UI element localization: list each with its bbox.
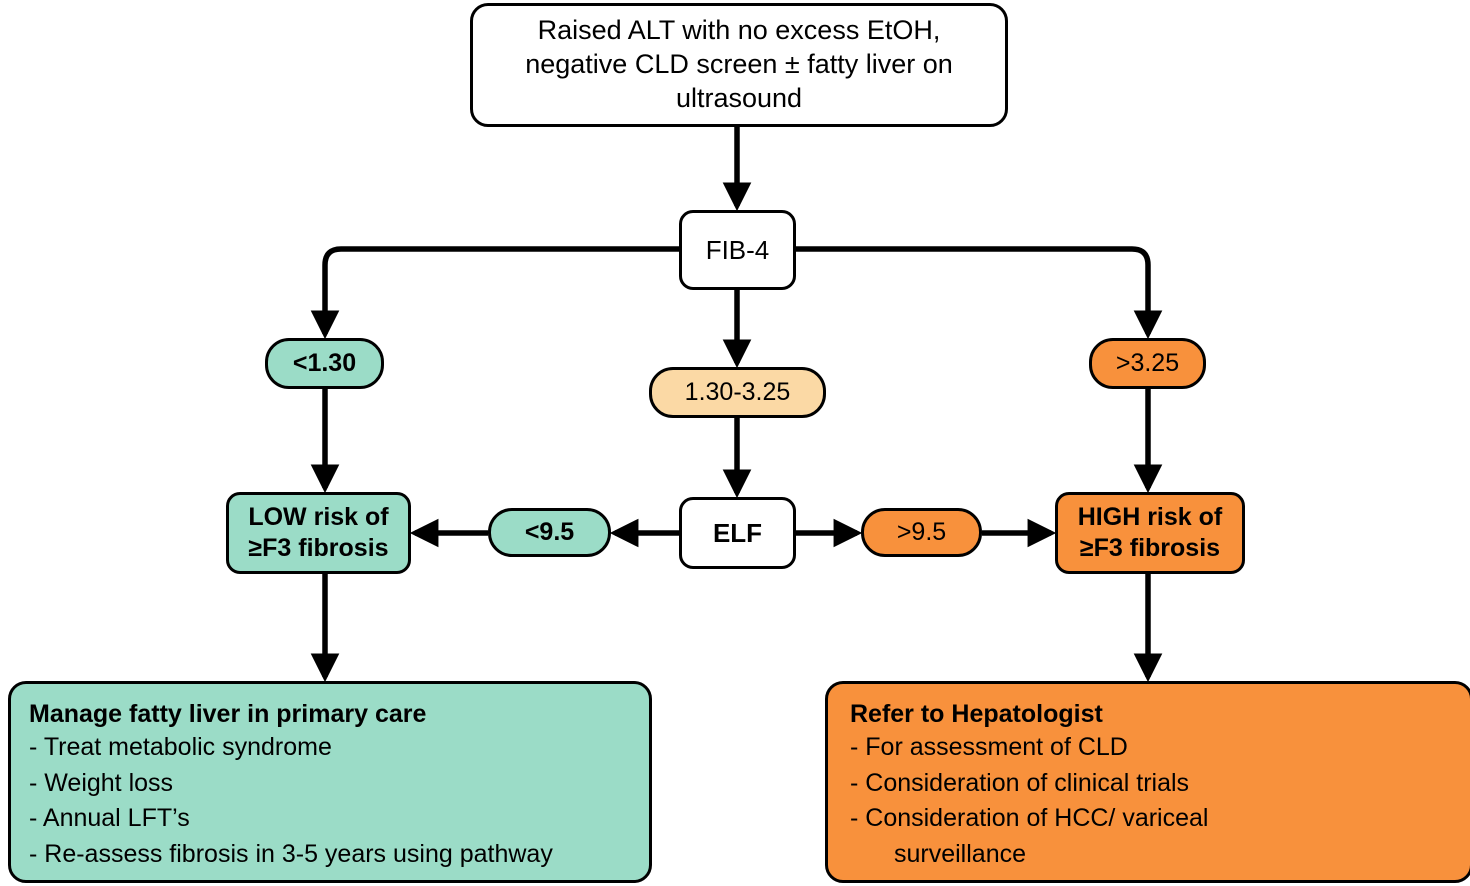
elf-node-label: ELF [712, 517, 763, 548]
low-risk-line-1: LOW risk of [248, 502, 389, 531]
fib4-low-threshold-badge: <1.30 [265, 338, 384, 389]
fib4-node: FIB-4 [679, 210, 796, 290]
high-risk-line-1: HIGH risk of [1077, 502, 1223, 531]
refer-panel-list: - For assessment of CLD - Consideration … [850, 730, 1452, 872]
fib4-mid-threshold-badge: 1.30-3.25 [649, 367, 826, 418]
elf-node: ELF [679, 497, 796, 569]
fib4-mid-threshold-label: 1.30-3.25 [684, 377, 791, 406]
fib4-high-threshold-badge: >3.25 [1089, 338, 1206, 389]
entry-node: Raised ALT with no excess EtOH, negative… [470, 3, 1008, 127]
list-item-wrap-text: surveillance [894, 839, 1027, 868]
low-risk-node-text: LOW risk of ≥F3 fibrosis [248, 502, 388, 565]
high-risk-node: HIGH risk of ≥F3 fibrosis [1055, 492, 1245, 574]
elf-high-threshold-label: >9.5 [896, 517, 947, 546]
refer-hepatologist-panel: Refer to Hepatologist - For assessment o… [825, 681, 1470, 883]
list-item-text: - Consideration of HCC/ variceal [850, 804, 1209, 832]
high-risk-node-text: HIGH risk of ≥F3 fibrosis [1078, 502, 1222, 565]
list-item: - Re-assess fibrosis in 3-5 years using … [29, 839, 553, 868]
high-risk-line-2: ≥F3 fibrosis [1079, 534, 1221, 562]
edge-fib4-to-low [310, 246, 679, 340]
manage-primary-care-panel: Manage fatty liver in primary care - Tre… [8, 681, 652, 883]
list-item: - Consideration of clinical trials [850, 768, 1190, 797]
list-item: - For assessment of CLD [850, 733, 1128, 761]
elf-low-threshold-badge: <9.5 [488, 508, 611, 557]
elf-low-threshold-label: <9.5 [524, 517, 575, 546]
elf-high-threshold-badge: >9.5 [861, 508, 982, 557]
refer-panel-title: Refer to Hepatologist [850, 700, 1103, 728]
list-item: - Consideration of HCC/ variceal surveil… [850, 801, 1452, 872]
low-risk-node: LOW risk of ≥F3 fibrosis [226, 492, 411, 574]
manage-panel-list: - Treat metabolic syndrome - Weight loss… [29, 730, 631, 872]
fib4-node-label: FIB-4 [705, 234, 770, 265]
list-item: - Weight loss [29, 768, 174, 797]
list-item: - Annual LFT’s [29, 804, 190, 832]
fib4-low-threshold-label: <1.30 [292, 348, 357, 377]
low-risk-line-2: ≥F3 fibrosis [248, 534, 389, 562]
manage-panel-title: Manage fatty liver in primary care [29, 700, 427, 728]
edge-fib4-to-high [796, 246, 1163, 340]
list-item: - Treat metabolic syndrome [29, 733, 332, 761]
fib4-high-threshold-label: >3.25 [1115, 348, 1180, 377]
entry-node-text: Raised ALT with no excess EtOH, negative… [525, 15, 953, 113]
